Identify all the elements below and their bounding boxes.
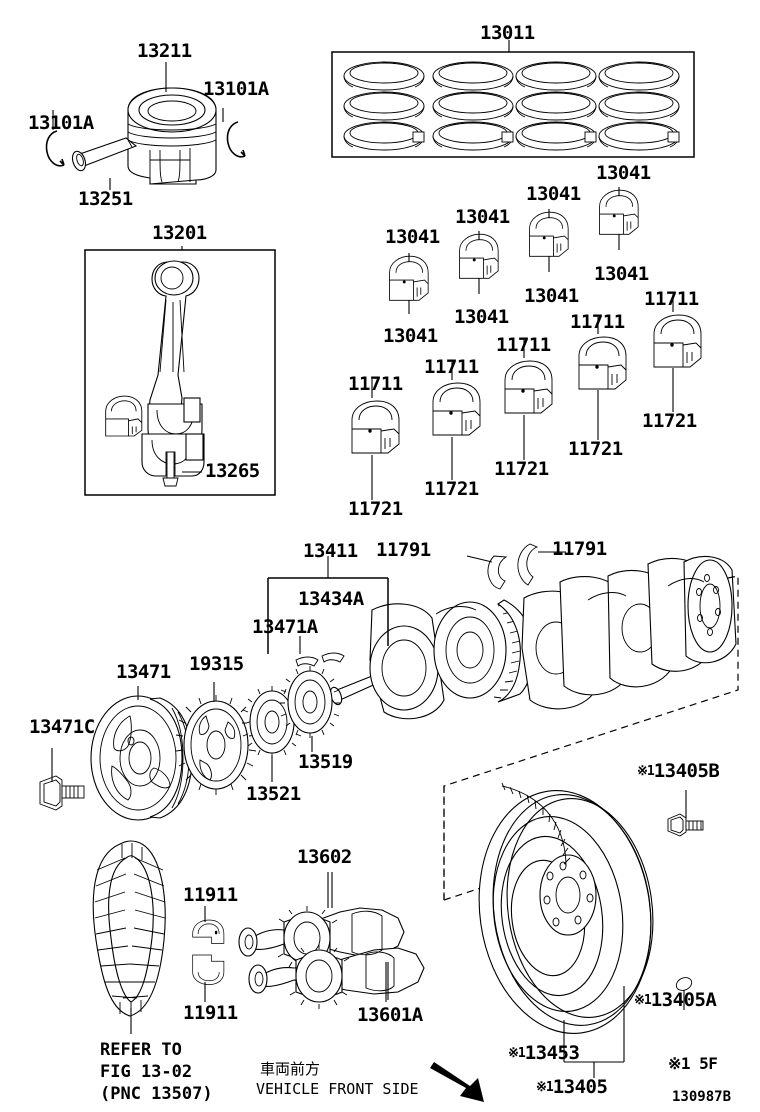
piston-illustration — [127, 87, 217, 185]
label-main-bearing-lower-4: 11721 — [568, 438, 623, 460]
balance-shafts-illustration — [238, 872, 425, 1009]
label-rod-bearing-2-top: 13041 — [455, 206, 510, 228]
label-rod-bearing-3-bottom: 13041 — [524, 285, 579, 307]
label-key-box: 13434A — [298, 588, 364, 610]
label-snap-ring-right: 13101A — [203, 78, 269, 100]
oil-pump-drive-illustration — [242, 686, 302, 758]
label-thrust-washer-1: 11791 — [376, 539, 431, 561]
label-balance-shaft-front: 13601A — [357, 1004, 423, 1026]
flywheel-number: 13405 — [552, 1076, 608, 1098]
label-rod-bearing-3-top: 13041 — [526, 183, 581, 205]
flywheel-pin-number: 13405A — [650, 989, 717, 1011]
vehicle-front-arrow — [430, 1062, 484, 1102]
label-timing-sprocket: 19315 — [189, 653, 244, 675]
label-piston-ring-set: 13011 — [480, 22, 535, 44]
crank-key-bracket — [267, 556, 389, 667]
piston-rings-box-illustration — [331, 51, 695, 158]
star-prefix-ring: ※1 — [508, 1046, 526, 1061]
crank-pulley-illustration — [90, 695, 193, 821]
snap-ring-left-illustration — [45, 130, 65, 167]
label-rod-bearing-4-bottom: 13041 — [594, 263, 649, 285]
flywheel-leader-lines — [563, 986, 625, 1078]
label-main-bearing-upper-3: 11711 — [496, 334, 551, 356]
vehicle-front-note-en: VEHICLE FRONT SIDE — [256, 1080, 419, 1098]
label-connecting-rod: 13201 — [152, 222, 207, 244]
flywheel-pin-illustration — [675, 977, 693, 1010]
piston-pin-illustration — [71, 137, 138, 172]
label-sprocket-spacer: 13519 — [298, 751, 353, 773]
label-rod-bearing-4-top: 13041 — [596, 162, 651, 184]
label-flywheel-pin: ※113405A — [634, 989, 717, 1011]
snap-ring-right-illustration — [226, 121, 246, 158]
label-main-bearing-upper-2: 11711 — [424, 356, 479, 378]
star-prefix-flywheel: ※1 — [536, 1080, 554, 1095]
thrust-washers — [466, 543, 566, 590]
balance-shaft-bearings — [192, 906, 225, 1002]
label-oil-pump-drive: 13521 — [246, 783, 301, 805]
label-balance-shaft-rear: 13602 — [297, 846, 352, 868]
label-piston: 13211 — [137, 40, 192, 62]
flywheel-illustration — [478, 782, 654, 1034]
label-key-small: 13471A — [252, 616, 318, 638]
crankshaft-illustration — [329, 555, 737, 720]
flywheel-bolt-illustration — [667, 790, 704, 837]
diagram-code: 130987B — [672, 1089, 732, 1105]
label-balance-bearing-bottom: 11911 — [183, 1002, 238, 1024]
label-thrust-washer-2: 11791 — [552, 538, 607, 560]
ring-gear-number: 13453 — [524, 1042, 580, 1064]
leader-lines — [51, 40, 510, 1000]
label-balance-bearing-top: 11911 — [183, 884, 238, 906]
label-crankshaft: 13411 — [303, 540, 358, 562]
label-crank-pulley: 13471 — [116, 661, 171, 683]
label-main-bearing-upper-4: 11711 — [570, 311, 625, 333]
ring-group — [343, 61, 680, 151]
label-pulley-bolt: 13471C — [29, 716, 95, 738]
sprocket-spacer-illustration — [280, 666, 340, 738]
label-rod-bearing-1-top: 13041 — [385, 226, 440, 248]
label-snap-ring-left: 13101A — [28, 112, 94, 134]
label-conrod-bolt: 13265 — [205, 460, 260, 482]
label-flywheel: ※113405 — [536, 1076, 608, 1098]
label-flywheel-bolt: ※113405B — [637, 760, 720, 782]
label-main-bearing-lower-2: 11721 — [424, 478, 479, 500]
timing-chain-illustration — [92, 840, 166, 1034]
rod-bolt — [162, 451, 179, 487]
label-rod-bearing-2-bottom: 13041 — [454, 306, 509, 328]
vehicle-front-note-jp: 車両前方 — [260, 1060, 321, 1078]
label-main-bearing-lower-1: 11721 — [348, 498, 403, 520]
pulley-bolt-illustration — [39, 775, 85, 811]
main-bearings-group — [351, 294, 702, 500]
flywheel-bolt-number: 13405B — [653, 760, 720, 782]
timing-sprocket-illustration — [175, 695, 257, 795]
footnote-marker: ※1 5F — [668, 1054, 718, 1073]
rod-bearings-group — [389, 187, 639, 314]
label-main-bearing-upper-5: 11711 — [644, 288, 699, 310]
label-rod-bearing-1-bottom: 13041 — [383, 325, 438, 347]
label-main-bearing-lower-5: 11721 — [642, 410, 697, 432]
label-ring-gear: ※113453 — [508, 1042, 580, 1064]
connecting-rod-box-illustration — [84, 249, 276, 496]
refer-to-note: REFER TO FIG 13-02 (PNC 13507) — [100, 1040, 213, 1104]
label-piston-pin: 13251 — [78, 188, 133, 210]
label-main-bearing-upper-1: 11711 — [348, 373, 403, 395]
star-prefix-bolt: ※1 — [637, 764, 655, 779]
label-main-bearing-lower-3: 11721 — [494, 458, 549, 480]
star-prefix-pin: ※1 — [634, 993, 652, 1008]
